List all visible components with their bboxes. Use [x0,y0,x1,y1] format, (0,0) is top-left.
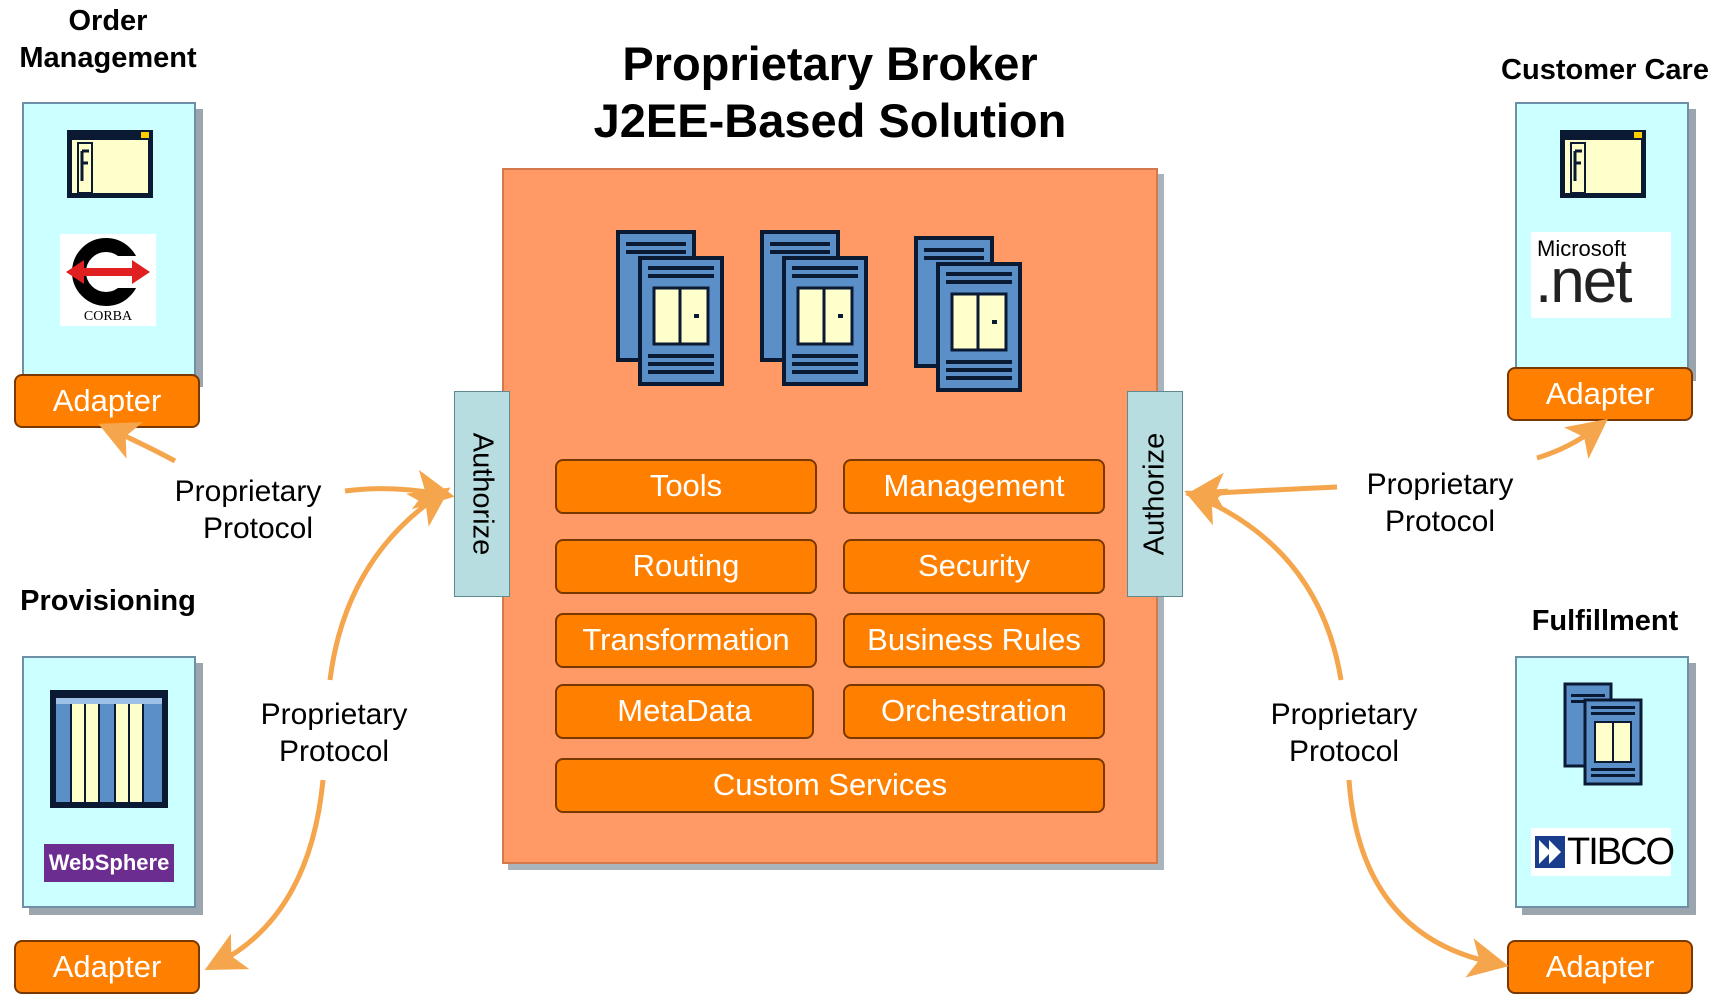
service-business-rules[interactable]: Business Rules [843,613,1105,668]
server-icon [914,236,1022,392]
provisioning-title: Provisioning [20,585,196,617]
corba-logo: CORBA [60,234,156,326]
arrow-bottom-left-to-adapter [204,779,326,970]
server-icon [1563,682,1643,786]
arrow-top-left-to-adapter [98,422,177,464]
service-metadata[interactable]: MetaData [555,684,814,739]
customer-care-title: Customer Care [1501,54,1709,86]
customer-care-adapter[interactable]: Adapter [1507,367,1693,421]
service-custom-services[interactable]: Custom Services [555,758,1105,813]
title-line-1: Proprietary Broker [622,37,1038,90]
tibco-logo: TIBCO [1531,828,1675,876]
service-transformation[interactable]: Transformation [555,613,817,668]
arrow-top-right-to-adapter [1536,418,1608,461]
protocol-label-bottom-left: Proprietary Protocol [260,698,408,768]
service-management[interactable]: Management [843,459,1105,514]
diagram-title: Proprietary Broker J2EE-Based Solution [580,35,1080,149]
window-app-icon [1560,130,1646,198]
arrow-top-right-to-authorize [1185,472,1338,513]
provisioning-panel: WebSphere [22,656,196,908]
server-icon [616,230,724,386]
protocol-label-bottom-right: Proprietary Protocol [1270,698,1418,768]
service-tools[interactable]: Tools [555,459,817,514]
order-management-adapter[interactable]: Adapter [14,374,200,428]
authorize-right: Authorize [1127,391,1183,597]
arrow-bottom-left-to-authorize [327,487,451,681]
broker-box [502,168,1158,864]
websphere-logo: WebSphere [44,844,174,882]
arrow-bottom-right-to-adapter [1346,779,1509,978]
fulfillment-title: Fulfillment [1531,605,1679,637]
order-management-panel: CORBA [22,102,196,380]
dotnet-logo: Microsoft .net [1531,232,1671,318]
svg-text:CORBA: CORBA [84,309,133,324]
server-icon [760,230,868,386]
service-routing[interactable]: Routing [555,539,817,594]
authorize-left: Authorize [454,391,510,597]
window-app-icon [67,130,153,198]
service-orchestration[interactable]: Orchestration [843,684,1105,739]
service-security[interactable]: Security [843,539,1105,594]
title-line-2: J2EE-Based Solution [593,94,1067,147]
protocol-label-top-left: Proprietary Protocol [174,475,322,545]
customer-care-panel: Microsoft .net [1515,102,1689,374]
protocol-label-top-right: Proprietary Protocol [1366,468,1514,538]
arrow-bottom-right-to-authorize [1184,488,1344,681]
fulfillment-adapter[interactable]: Adapter [1507,940,1693,994]
order-management-title: Order Management [19,5,197,74]
arrow-top-left-to-authorize [344,469,455,510]
server-rack-icon [50,690,168,808]
fulfillment-panel: TIBCO [1515,656,1689,908]
